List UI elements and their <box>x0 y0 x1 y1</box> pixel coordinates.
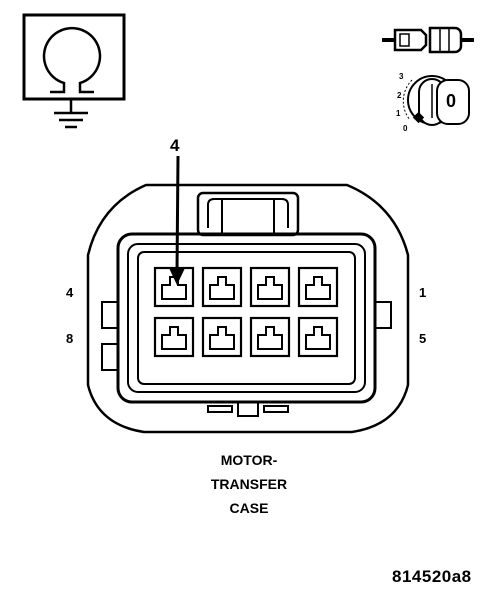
key-setting-label: 0 <box>446 91 457 111</box>
key-position-3: 3 <box>399 72 404 81</box>
pin-cavity-8 <box>153 316 195 358</box>
label-pin-8-side: 8 <box>66 331 74 346</box>
caption-line-3: CASE <box>229 500 269 516</box>
caption-line-1: MOTOR- <box>220 452 278 468</box>
callout-arrow <box>169 155 185 285</box>
label-pin-4-side: 4 <box>66 285 74 300</box>
ignition-key-off-icon <box>402 75 470 126</box>
figure-id: 814520a8 <box>392 567 472 586</box>
pin-cavity-5 <box>297 316 339 358</box>
key-position-2: 2 <box>397 91 402 100</box>
pin-cavity-2 <box>249 266 291 308</box>
pin-cavities <box>153 266 339 358</box>
pin-cavity-6 <box>249 316 291 358</box>
connector-housing <box>86 183 410 434</box>
ohmmeter-ground-icon <box>22 13 126 129</box>
label-pin-5-side: 5 <box>419 331 427 346</box>
pin-cavity-1 <box>297 266 339 308</box>
pin-cavity-7 <box>201 316 243 358</box>
label-pin-1-side: 1 <box>419 285 427 300</box>
pin-cavity-3 <box>201 266 243 308</box>
key-position-1: 1 <box>396 109 401 118</box>
connector-disconnect-icon <box>382 26 474 54</box>
callout-pin-number: 4 <box>170 136 180 155</box>
caption-line-2: TRANSFER <box>210 476 288 492</box>
key-position-0: 0 <box>403 124 408 133</box>
